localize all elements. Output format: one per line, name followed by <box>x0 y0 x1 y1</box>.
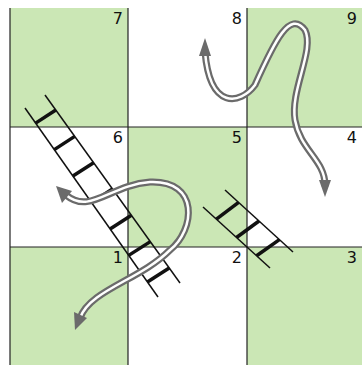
square-number: 7 <box>113 10 123 28</box>
board-square: 5 <box>128 127 247 247</box>
board-square: 6 <box>10 127 128 247</box>
board-square: 2 <box>128 247 247 365</box>
square-number: 9 <box>347 10 357 28</box>
square-number: 6 <box>113 129 123 147</box>
square-number: 5 <box>232 129 242 147</box>
board-square: 4 <box>247 127 362 247</box>
square-number: 3 <box>347 249 357 267</box>
square-number: 8 <box>232 10 242 28</box>
square-number: 2 <box>232 249 242 267</box>
board-square: 7 <box>10 8 128 127</box>
square-number: 1 <box>113 249 123 267</box>
board-square: 3 <box>247 247 362 365</box>
square-number: 4 <box>347 129 357 147</box>
board-square: 9 <box>247 8 362 127</box>
board-square: 1 <box>10 247 128 365</box>
board-square: 8 <box>128 8 247 127</box>
